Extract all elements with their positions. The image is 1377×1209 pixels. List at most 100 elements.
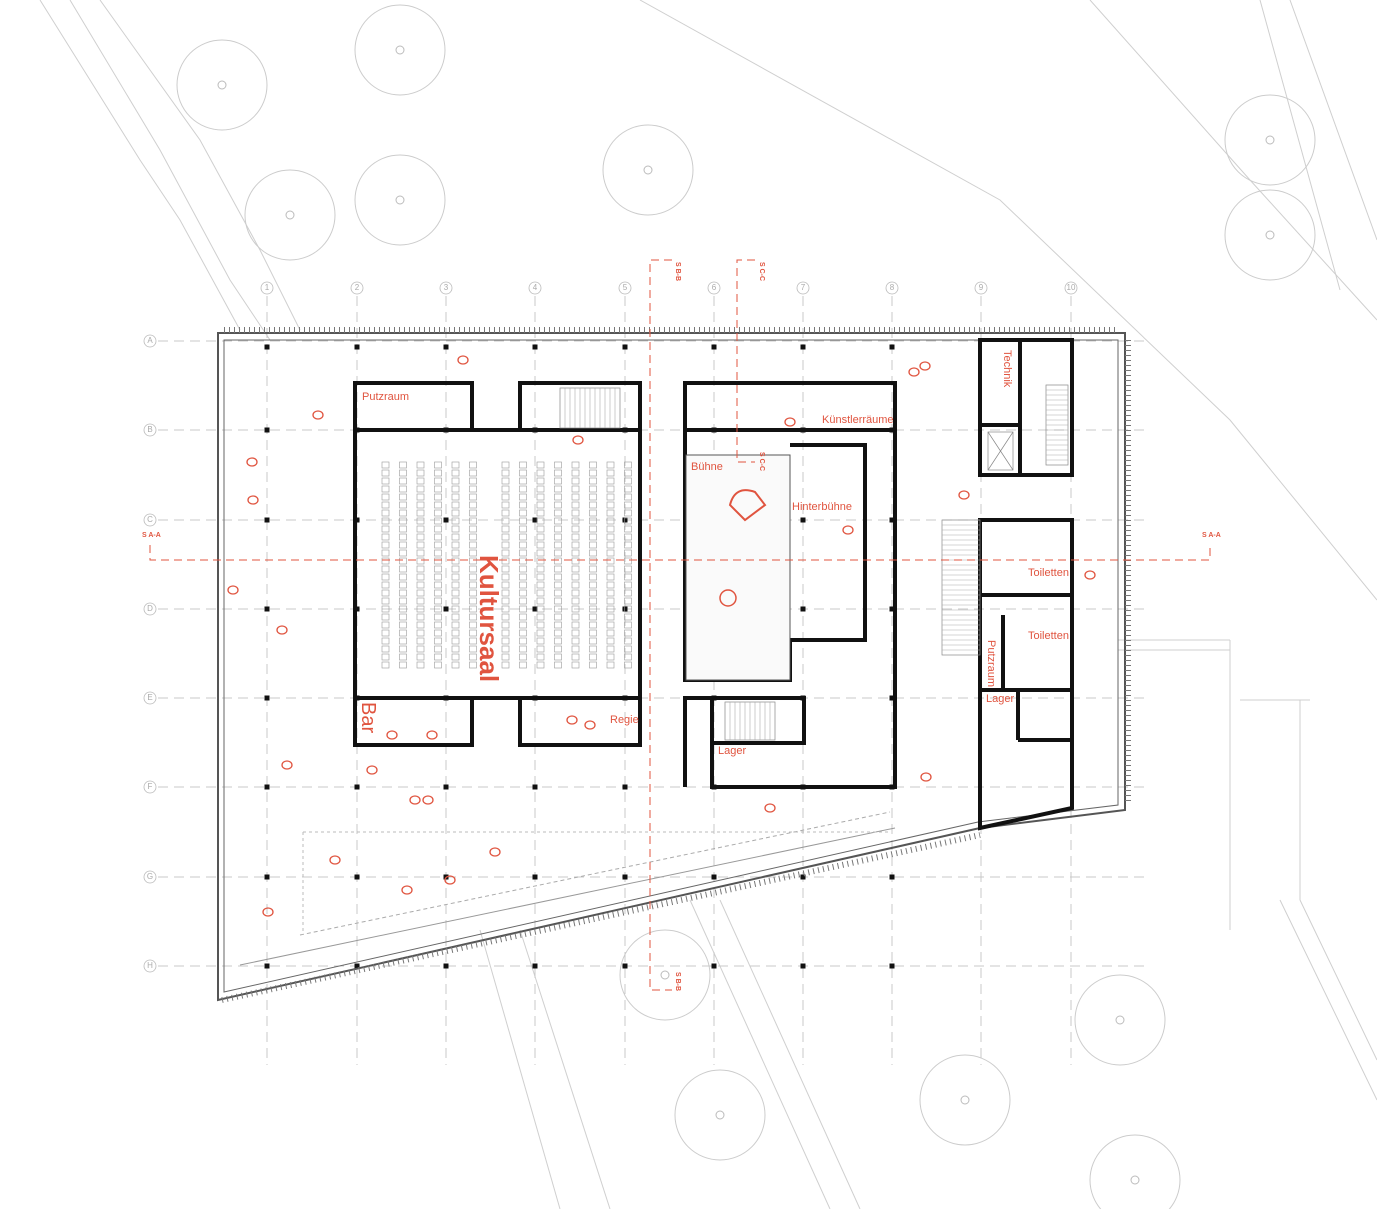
seat — [606, 557, 615, 565]
seat — [399, 541, 407, 549]
seat — [416, 597, 425, 605]
seat — [399, 589, 407, 597]
seat — [571, 525, 580, 533]
seat — [519, 645, 527, 653]
seat — [589, 549, 597, 557]
seat — [554, 581, 562, 589]
seat — [501, 629, 510, 637]
seat — [624, 493, 632, 501]
elevator — [987, 431, 1014, 471]
seat — [624, 573, 632, 581]
seat — [589, 501, 597, 509]
seat — [434, 565, 442, 573]
seat — [624, 605, 632, 613]
seat — [536, 533, 545, 541]
grid-label-row: G — [147, 872, 153, 881]
seat — [469, 653, 477, 661]
seat — [501, 549, 510, 557]
seat — [606, 477, 615, 485]
seat — [519, 509, 527, 517]
seat — [416, 461, 425, 469]
room-label-bar: Bar — [357, 702, 379, 733]
grid-bubble — [143, 513, 157, 527]
svg-text:S C-C: S C-C — [758, 452, 765, 471]
seat — [451, 469, 460, 477]
seat — [434, 517, 442, 525]
seat — [624, 621, 632, 629]
seat — [589, 565, 597, 573]
person-figure — [1084, 570, 1096, 580]
seat — [606, 525, 615, 533]
seat — [469, 581, 477, 589]
seat — [624, 565, 632, 573]
seat — [571, 557, 580, 565]
seat — [554, 661, 562, 669]
seat — [536, 469, 545, 477]
seat — [589, 525, 597, 533]
seat — [536, 525, 545, 533]
seat — [451, 533, 460, 541]
seat — [606, 645, 615, 653]
seat — [451, 629, 460, 637]
seat — [416, 637, 425, 645]
seat — [536, 589, 545, 597]
tree-canopy — [354, 154, 446, 246]
seat — [399, 525, 407, 533]
seat — [469, 565, 477, 573]
seat — [469, 541, 477, 549]
seat — [519, 517, 527, 525]
person-figure — [227, 585, 239, 595]
seat — [606, 653, 615, 661]
seat — [536, 509, 545, 517]
column — [532, 874, 538, 880]
seat — [571, 485, 580, 493]
seat — [589, 533, 597, 541]
seat — [519, 485, 527, 493]
seat — [536, 493, 545, 501]
seat — [536, 549, 545, 557]
seat — [434, 541, 442, 549]
seat — [606, 621, 615, 629]
seat — [501, 485, 510, 493]
tree-trunk — [1265, 135, 1275, 145]
seat — [606, 517, 615, 525]
seat — [519, 501, 527, 509]
seat — [451, 517, 460, 525]
seat — [434, 573, 442, 581]
seat — [469, 589, 477, 597]
column — [532, 963, 538, 969]
seat — [606, 629, 615, 637]
seat — [536, 565, 545, 573]
seat — [469, 469, 477, 477]
grid-bubble — [350, 281, 364, 295]
seat — [536, 637, 545, 645]
seat — [624, 541, 632, 549]
seat — [554, 485, 562, 493]
seat — [416, 613, 425, 621]
stair-treads — [559, 384, 1068, 740]
seat — [606, 573, 615, 581]
seat — [416, 645, 425, 653]
room-label-regie: Regie — [610, 714, 639, 726]
column — [532, 606, 538, 612]
seat — [381, 629, 390, 637]
svg-text:S B-B: S B-B — [674, 972, 681, 991]
seat — [624, 509, 632, 517]
tree-canopy — [244, 169, 336, 261]
seat — [589, 541, 597, 549]
seat — [536, 581, 545, 589]
column — [622, 963, 628, 969]
seat — [381, 661, 390, 669]
grid-bubble — [796, 281, 810, 295]
seat — [501, 469, 510, 477]
grid-bubble — [439, 281, 453, 295]
tree-trunk — [1130, 1175, 1140, 1185]
seat — [624, 501, 632, 509]
seat — [606, 597, 615, 605]
seat — [519, 525, 527, 533]
seat — [501, 605, 510, 613]
seat — [554, 461, 562, 469]
seat — [501, 645, 510, 653]
seat — [624, 661, 632, 669]
seat — [624, 589, 632, 597]
